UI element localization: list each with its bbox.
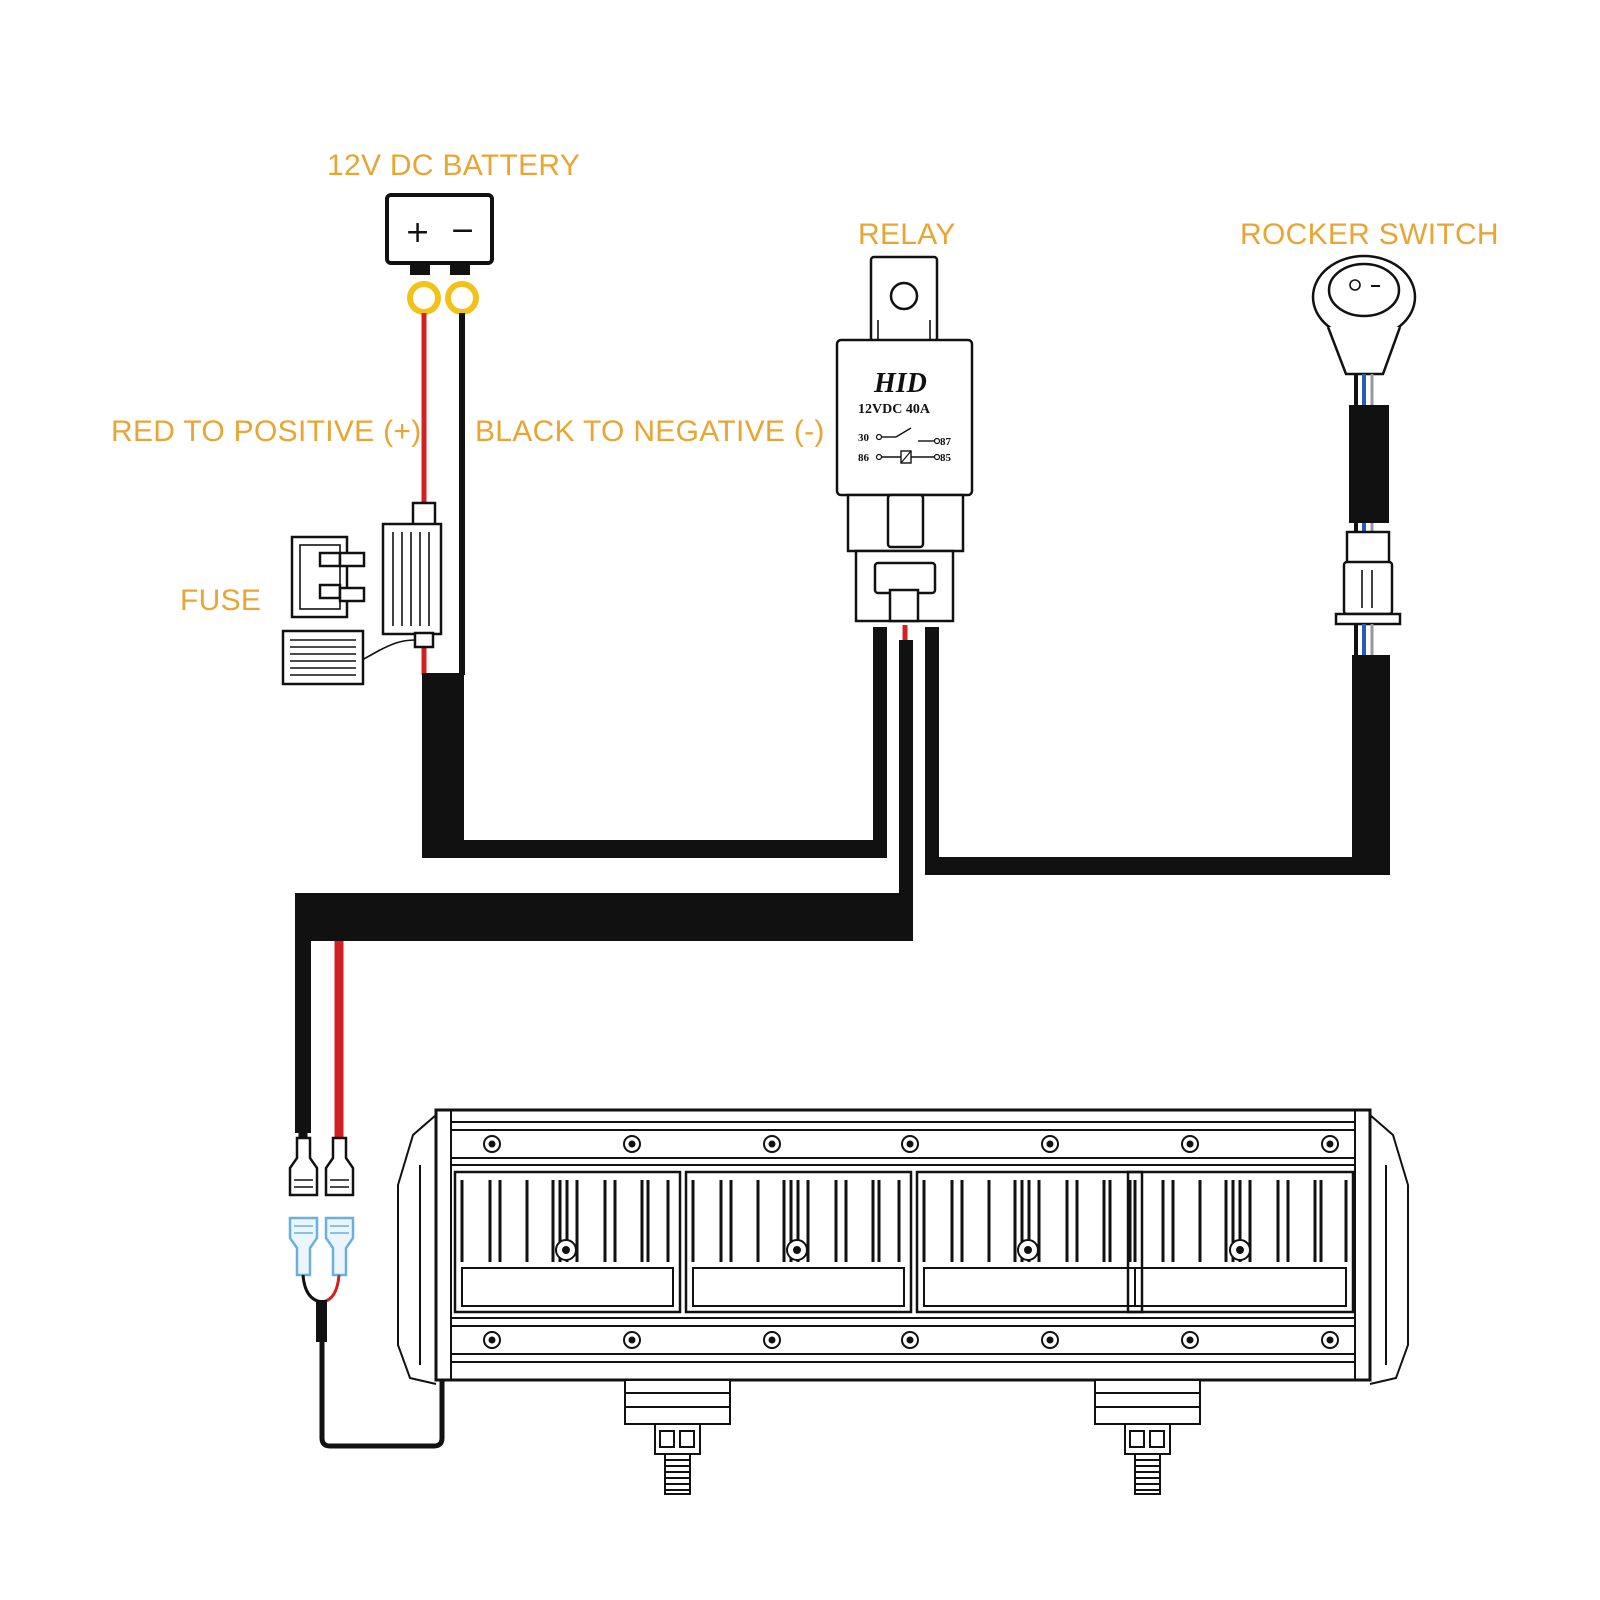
fuse-label: FUSE xyxy=(180,584,261,617)
red-to-positive-label: RED TO POSITIVE (+) xyxy=(111,415,422,448)
relay-pin-86: 86 xyxy=(858,452,870,464)
blade-fuse xyxy=(290,535,366,619)
led-light-bar xyxy=(397,1108,1409,1385)
relay: HID 12VDC 40A 30 87 86 85 xyxy=(835,255,974,623)
rocker-switch xyxy=(1311,254,1417,376)
battery-label: 12V DC BATTERY xyxy=(327,149,580,182)
spade-terminals-female xyxy=(288,1136,355,1197)
relay-label: RELAY xyxy=(858,218,956,251)
black-to-negative-label: BLACK TO NEGATIVE (-) xyxy=(475,415,825,448)
positive-ring-terminal xyxy=(407,281,441,315)
negative-ring-terminal xyxy=(445,281,479,315)
relay-pin-30: 30 xyxy=(858,432,870,444)
mounting-bracket-right xyxy=(1094,1379,1201,1495)
relay-pin-85: 85 xyxy=(940,452,952,464)
relay-pin-87: 87 xyxy=(940,436,952,448)
main-harness xyxy=(295,627,1390,1133)
switch-leads xyxy=(1334,374,1402,655)
inline-fuse-holder xyxy=(281,501,443,686)
positive-terminal-symbol: + xyxy=(405,215,430,250)
battery: + − xyxy=(385,193,494,275)
spade-terminals-male-blue xyxy=(288,1216,355,1277)
relay-rating: 12VDC 40A xyxy=(858,402,931,417)
rocker-switch-label: ROCKER SWITCH xyxy=(1240,218,1499,251)
negative-terminal-symbol: − xyxy=(450,213,475,248)
relay-brand: HID xyxy=(873,368,927,399)
mounting-bracket-left xyxy=(624,1379,731,1495)
